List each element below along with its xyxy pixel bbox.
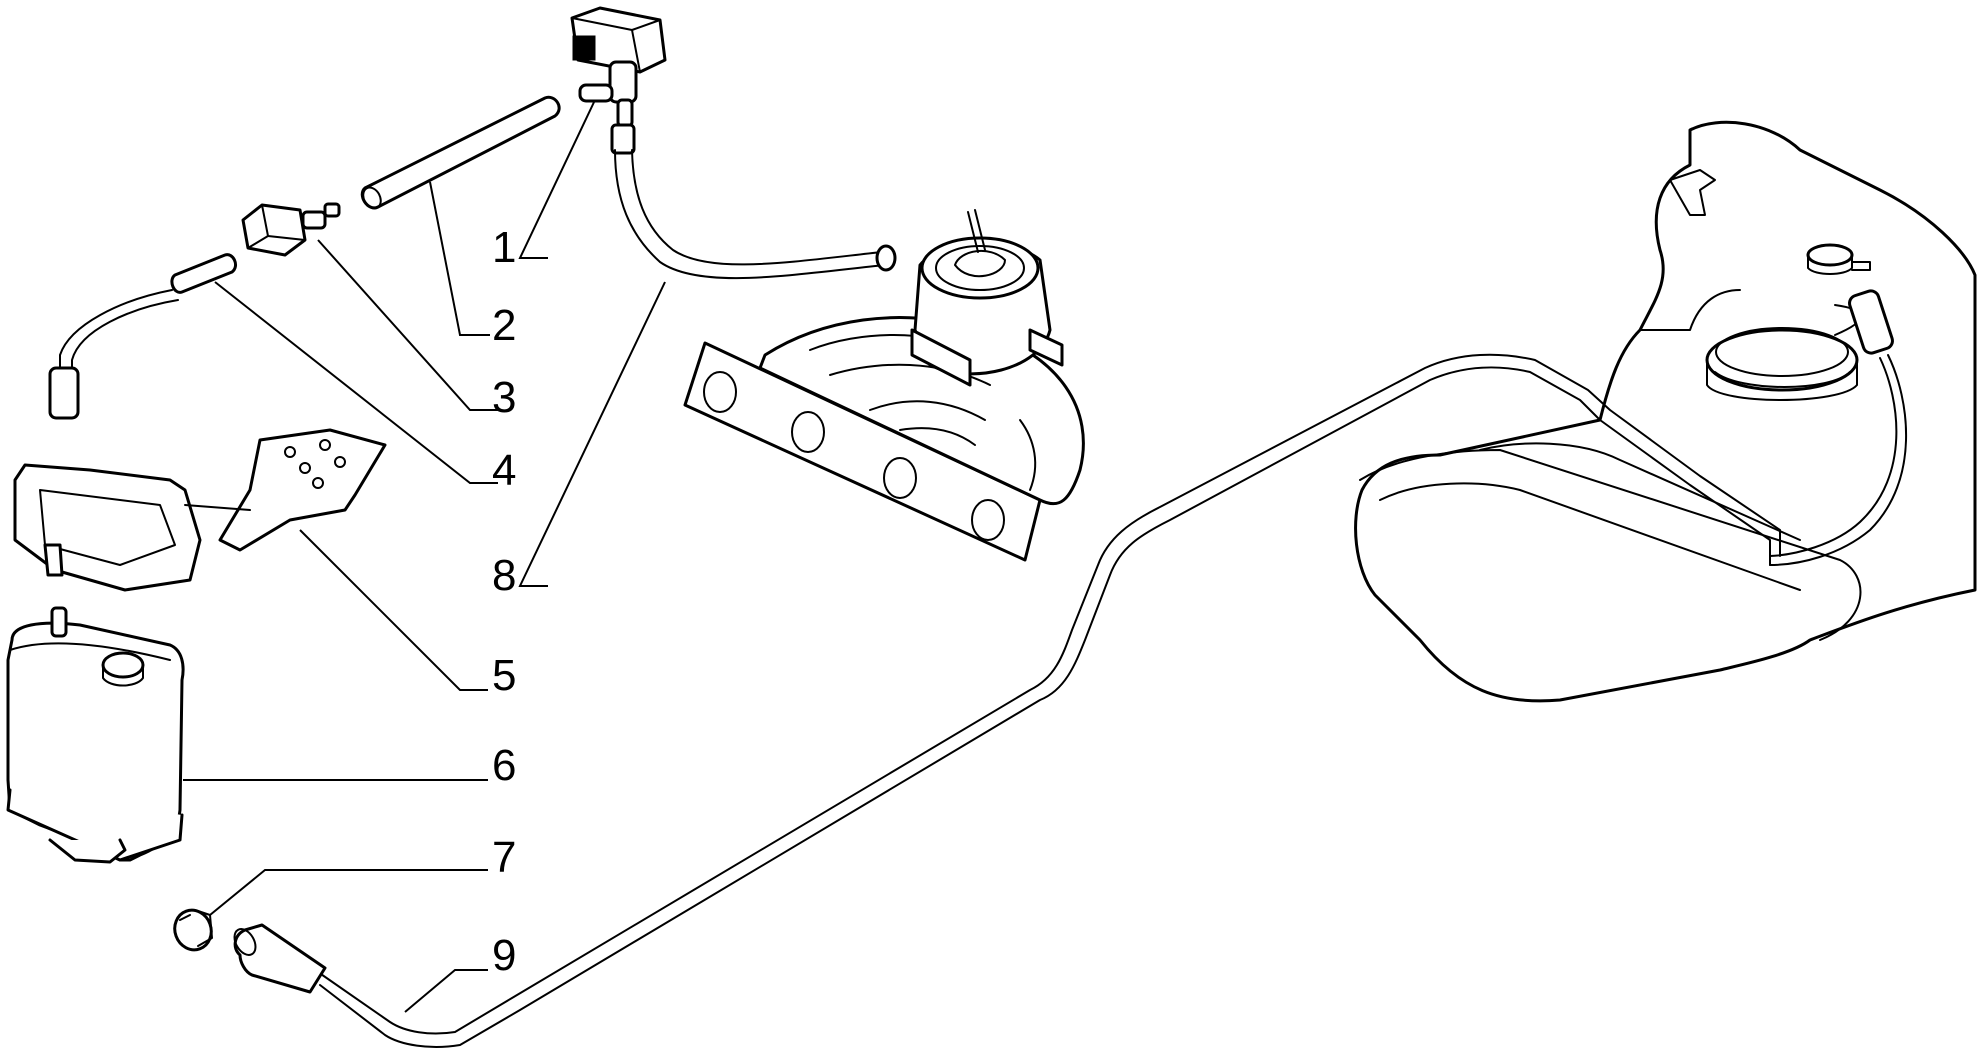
sensor [241, 202, 341, 257]
callout-6: 6 [492, 741, 516, 790]
callout-4: 4 [492, 446, 516, 495]
bent-hose-8 [610, 123, 897, 280]
carbon-canister [6, 606, 185, 864]
hose-clip [173, 908, 213, 952]
callout-labels: 1 2 3 4 5 6 7 8 9 [492, 223, 516, 980]
long-vapour-pipe [233, 353, 1781, 1048]
straight-hose [360, 95, 561, 210]
leader-lines [183, 99, 666, 1013]
canister-bracket [13, 428, 387, 592]
solenoid-valve [570, 6, 667, 128]
callout-8: 8 [492, 551, 516, 600]
callout-7: 7 [492, 833, 516, 882]
callout-5: 5 [492, 651, 516, 700]
small-bent-hose [48, 253, 237, 420]
callout-1: 1 [492, 223, 516, 272]
callout-2: 2 [492, 301, 516, 350]
callout-3: 3 [492, 373, 516, 422]
callout-9: 9 [492, 931, 516, 980]
intake-manifold [683, 209, 1085, 562]
fuel-tank [1354, 120, 1977, 703]
